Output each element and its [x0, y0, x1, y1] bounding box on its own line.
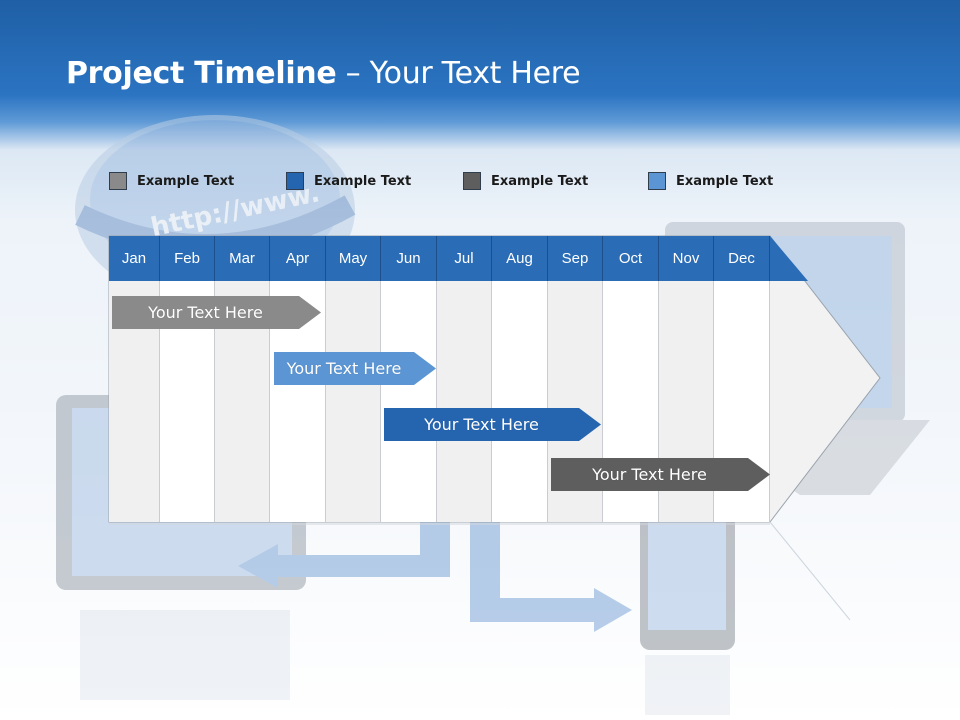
legend-label: Example Text [491, 173, 589, 189]
task-bar-label: Your Text Here [286, 359, 402, 378]
month-label: Feb [160, 236, 215, 281]
month-header [109, 236, 770, 281]
month-label: Jul [437, 236, 492, 281]
month-label: Aug [492, 236, 548, 281]
month-column [492, 281, 548, 522]
legend-item: Example Text [109, 171, 234, 191]
title-bold: Project Timeline [66, 56, 337, 91]
month-label: Jan [109, 236, 160, 281]
month-label: May [326, 236, 381, 281]
legend-label: Example Text [676, 173, 774, 189]
task-bar[interactable]: Your Text Here [274, 352, 436, 385]
month-label: Jun [381, 236, 437, 281]
legend-item: Example Text [463, 171, 588, 191]
legend-swatch [286, 172, 304, 190]
legend-swatch [463, 172, 481, 190]
task-bar[interactable]: Your Text Here [112, 296, 321, 329]
title-rest: – Your Text Here [336, 56, 581, 91]
month-label: Apr [270, 236, 326, 281]
month-label: Oct [603, 236, 659, 281]
legend-swatch [648, 172, 666, 190]
month-label: Dec [714, 236, 770, 281]
task-bar[interactable]: Your Text Here [384, 408, 601, 441]
task-bar-label: Your Text Here [592, 465, 707, 484]
month-label: Mar [215, 236, 270, 281]
month-column [381, 281, 437, 522]
legend-label: Example Text [314, 173, 412, 189]
smartphone-icon [640, 505, 735, 715]
month-label: Nov [659, 236, 714, 281]
month-column [437, 281, 492, 522]
task-bar-label: Your Text Here [424, 415, 539, 434]
month-column [326, 281, 381, 522]
task-bar[interactable]: Your Text Here [551, 458, 770, 491]
page-title: Project Timeline – Your Text Here [66, 56, 581, 91]
legend-item: Example Text [648, 171, 773, 191]
legend-label: Example Text [137, 173, 235, 189]
month-label: Sep [548, 236, 603, 281]
legend-item: Example Text [286, 171, 411, 191]
task-bar-label: Your Text Here [148, 303, 263, 322]
legend-swatch [109, 172, 127, 190]
